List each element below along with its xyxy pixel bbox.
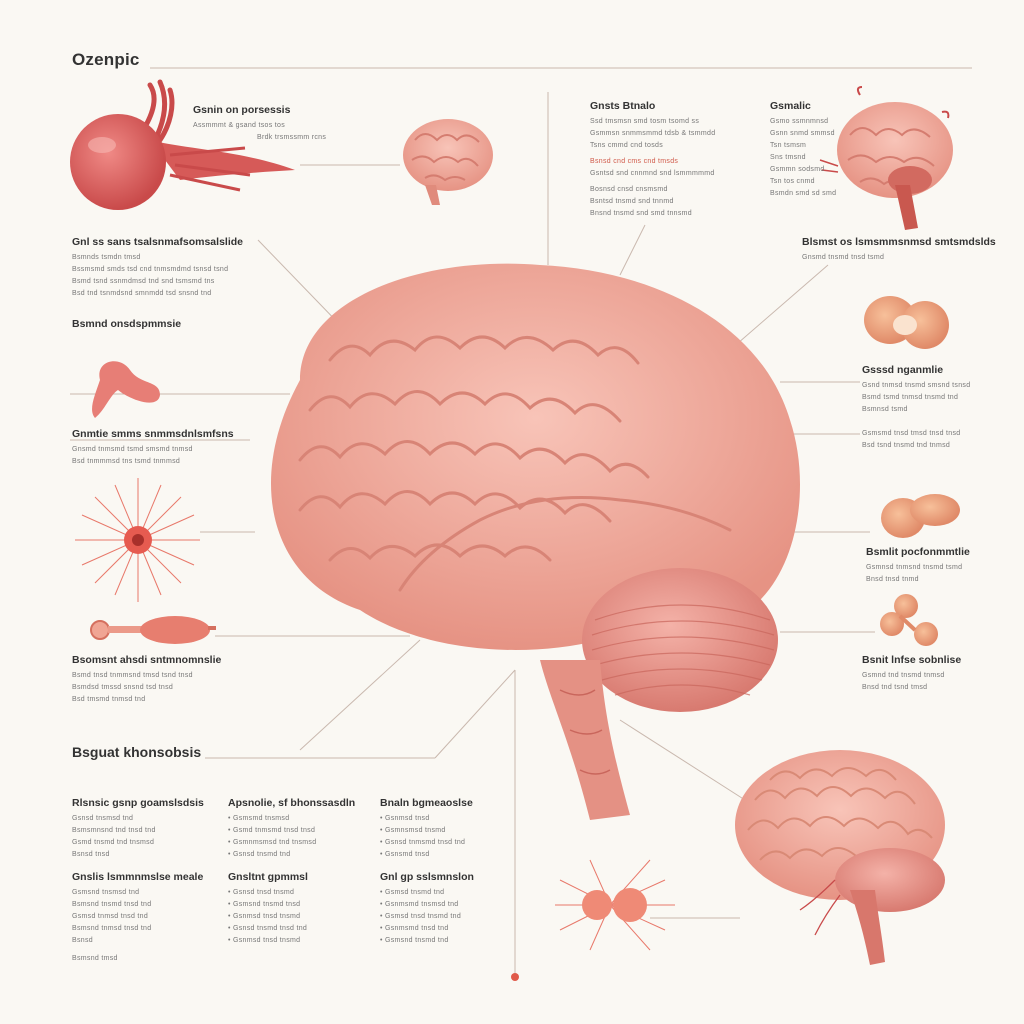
side-brain-icon xyxy=(735,750,945,965)
neuron-burst-icon xyxy=(75,478,200,602)
label-bottom-col5: Gnsltnt gpmmsl • Gsnsd tnsd tnsmd • Gsms… xyxy=(228,871,308,944)
label-left-mid-heading: Bsmnd onsdspmmsie xyxy=(72,318,182,330)
small-brain-icon xyxy=(403,119,493,205)
label-bottom-col4: Gnslis lsmmnmslse meale Gsmsnd tnsmsd tn… xyxy=(72,871,204,962)
label-right-mid: Gsssd nganmlie Gsnd tnmsd tnsmd smsnd ts… xyxy=(862,364,971,413)
bone-organ-icon xyxy=(90,616,216,644)
orange-bean-icon xyxy=(881,494,960,538)
label-bottom-col6: Gnl gp sslsmnslon • Gsmsd tnsmd tnd • Gs… xyxy=(380,871,474,944)
label-left-mid: Gnmtie smms snmmsdnlsmfsns Gnsmd tnmsmd … xyxy=(72,428,234,465)
leader-lines xyxy=(70,67,972,975)
label-right-mid2: Gsmsmd tnsd tmsd tnsd tnsd Bsd tsnd tnsm… xyxy=(862,430,961,449)
section-heading: Bsguat khonsobsis xyxy=(72,744,202,760)
orange-organ-icon xyxy=(864,296,949,349)
label-top-center: Gnsts Btnalo Ssd tmsmsn smd tosm tsomd s… xyxy=(590,100,716,217)
label-right-lower: Bsmlit pocfonmmtlie Gsmnsd tnmsnd tnsmd … xyxy=(866,546,970,583)
label-bottom-col2: Apsnolie, sf bhonssasdln • Gsmsmd tnsmsd… xyxy=(228,797,356,858)
label-left-upper: Gnl ss sans tsalsnmafsomsalslide Bsmnds … xyxy=(72,236,243,297)
double-cell-icon xyxy=(555,859,675,951)
main-brain-illustration xyxy=(270,263,800,820)
label-top-right: Gsmalic Gsmo ssmnmnsd Gsnn snmd smmsd Ts… xyxy=(770,100,837,197)
brain-stem-icon xyxy=(819,86,953,230)
label-right-lower2: Bsnit lnfse sobnlise Gsmnd tnd tnsmd tnm… xyxy=(862,654,962,691)
label-bottom-col1: Rlsnsic gsnp goamslsdsis Gsnsd tnsmsd tn… xyxy=(72,797,204,858)
page-title: Ozenpic xyxy=(72,50,140,69)
orange-molecule-icon xyxy=(880,594,938,646)
label-right-upper: Blsmst os lsmsmmsnmsd smtsmdslds Gnsmd t… xyxy=(802,236,996,261)
label-left-lower: Bsomsnt ahsdi sntmnomnslie Bsmd tnsd tnm… xyxy=(72,654,222,703)
pink-stomach-icon xyxy=(92,361,160,418)
label-bottom-col3: Bnaln bgmeaoslse • Gsnmsd tnsd • Gsmnsms… xyxy=(380,797,473,858)
anchor-dot xyxy=(511,973,519,981)
label-top-left-organ: Gsnin on porsessis Assmmmt & gsand tsos … xyxy=(193,104,327,141)
red-organ-icon xyxy=(70,79,295,210)
